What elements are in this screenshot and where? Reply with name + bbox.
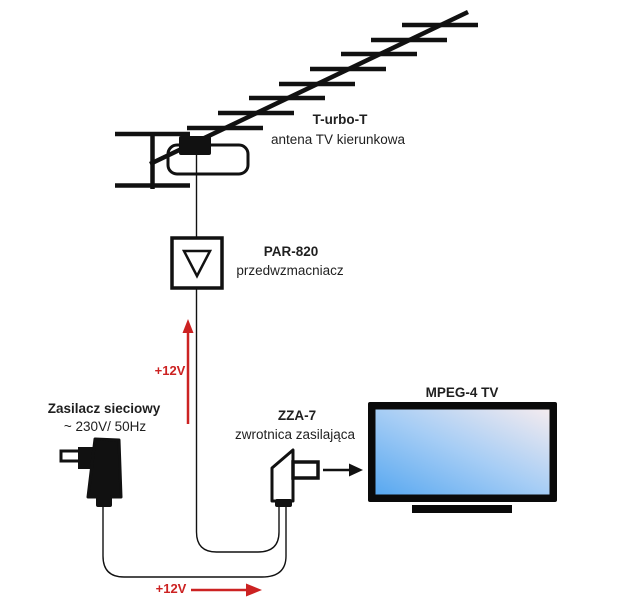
voltage-feed-label: +12V [154, 363, 186, 378]
coax-cable-path [195, 288, 280, 553]
preamp-model-label: PAR-820 [263, 244, 319, 259]
mast-icon [115, 131, 190, 189]
tv-stand [412, 505, 512, 513]
amplifier-triangle-icon [181, 249, 213, 279]
psu-plug-icon [59, 437, 123, 507]
tv-icon [368, 402, 557, 513]
psu-spec-label: ~ 230V/ 50Hz [63, 419, 147, 434]
psu-name-label: Zasilacz sieciowy [47, 401, 161, 416]
antenna-elements [187, 22, 478, 131]
yagi-antenna-icon [115, 9, 478, 189]
preamp-box-icon [170, 236, 224, 290]
power-inserter-icon [270, 448, 320, 507]
voltage-return-label: +12V [155, 581, 187, 596]
inserter-plug-icon [291, 460, 320, 480]
inserter-collar-icon [275, 499, 292, 507]
power-cable-path [102, 505, 287, 578]
voltage-right-arrow-icon [191, 583, 262, 597]
signal-arrow-icon [323, 463, 363, 477]
inserter-desc-label: zwrotnica zasilająca [234, 427, 356, 442]
tv-label: MPEG-4 TV [425, 385, 499, 400]
antenna-desc-label: antena TV kierunkowa [270, 132, 406, 147]
inserter-model-label: ZZA-7 [277, 408, 317, 423]
preamp-desc-label: przedwzmacniacz [236, 263, 344, 278]
voltage-up-arrow-icon [182, 319, 194, 424]
tv-screen [375, 409, 550, 495]
balun-box-icon [179, 136, 211, 155]
antenna-model-label: T-urbo-T [312, 112, 368, 127]
